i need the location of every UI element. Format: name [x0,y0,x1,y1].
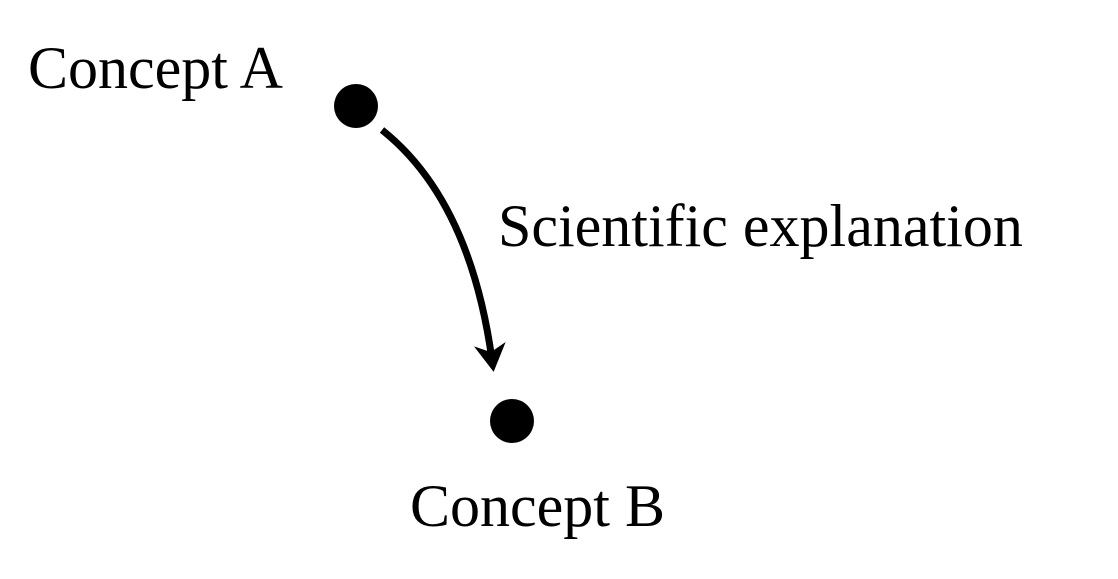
concept-a-dot [334,84,378,128]
explanation-arrow [379,127,506,372]
edge-label: Scientific explanation [498,193,1023,259]
concept-b-label: Concept B [410,473,665,539]
concept-b-dot [490,399,534,443]
concept-a-label: Concept A [28,35,283,101]
